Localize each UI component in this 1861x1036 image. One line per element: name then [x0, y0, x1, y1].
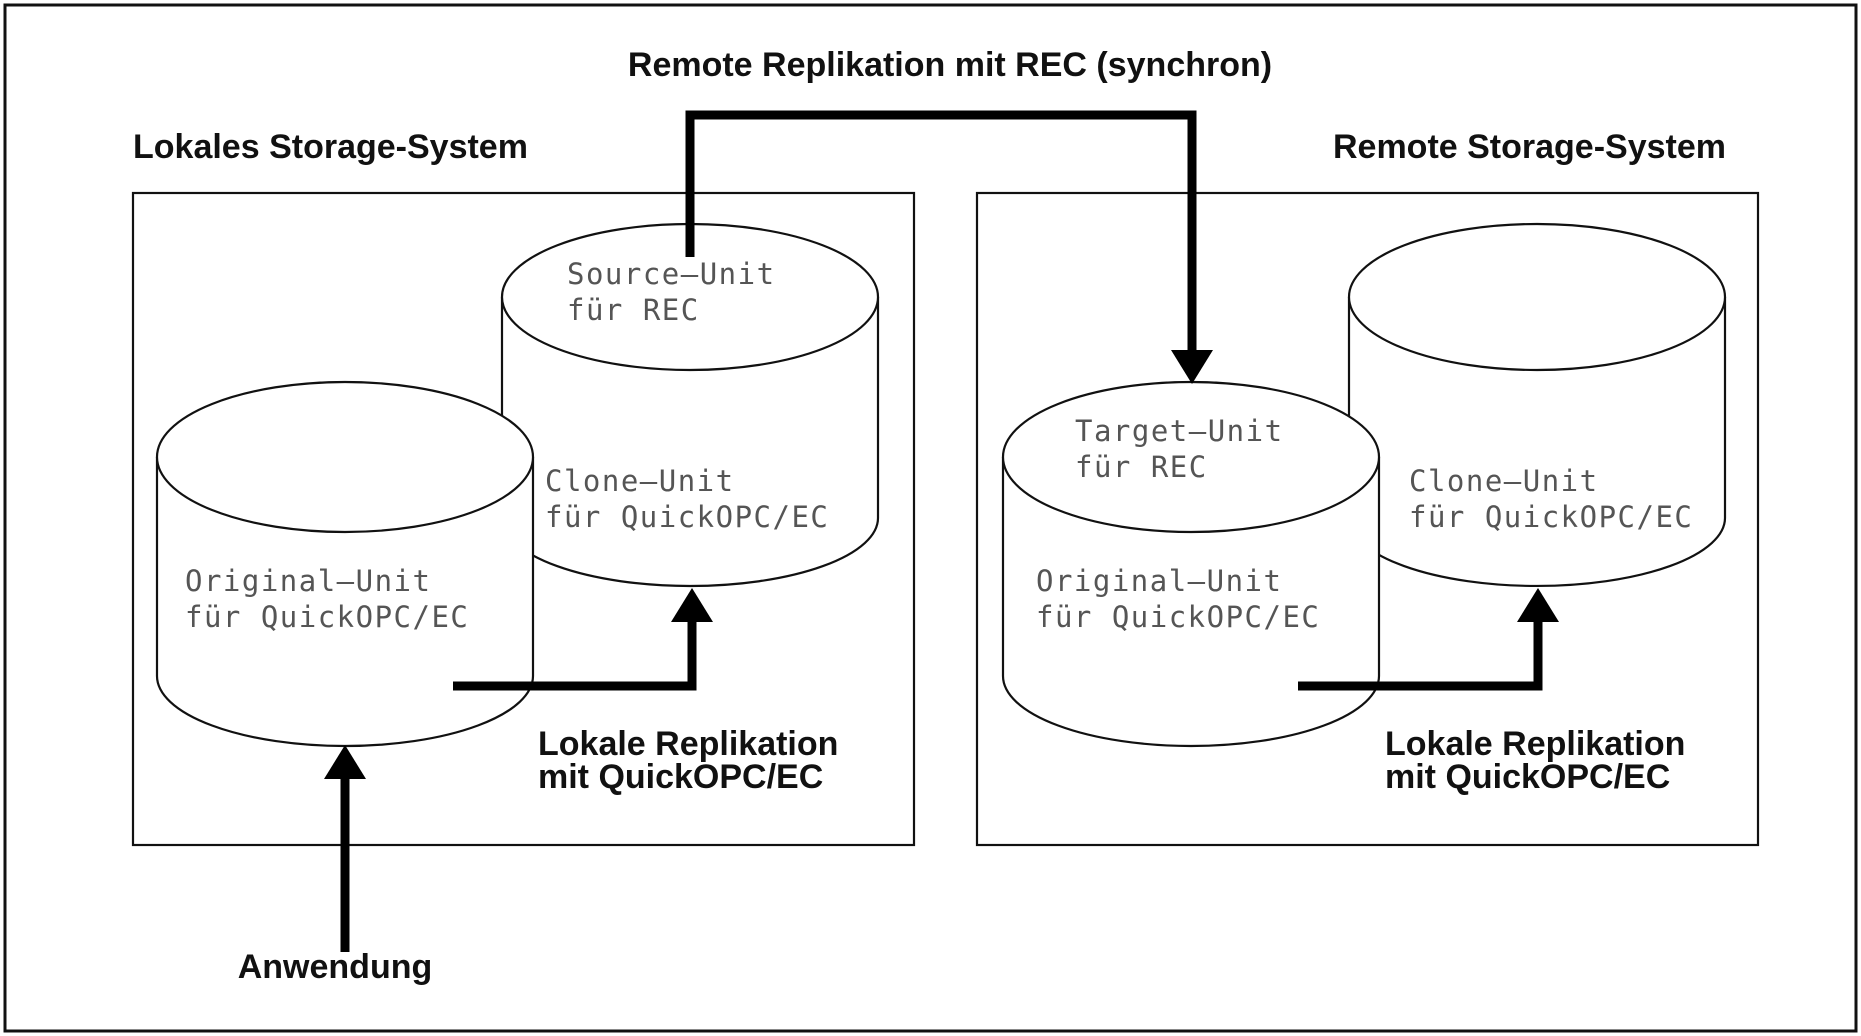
- remote-original-unit-line2: für QuickOPC/EC: [1036, 600, 1320, 634]
- remote-replication-label-line1: Lokale Replikation: [1385, 725, 1685, 763]
- target-unit-line2: für REC: [1075, 450, 1208, 484]
- remote-system-label: Remote Storage-System: [1333, 128, 1726, 166]
- remote-replication-label-line2: mit QuickOPC/EC: [1385, 758, 1670, 796]
- local-original-cylinder: [155, 380, 535, 748]
- rec-replication-arrow: [685, 110, 1213, 384]
- source-clone-cylinder: [500, 222, 880, 588]
- remote-clone-cylinder: [1347, 222, 1727, 588]
- local-original-unit-line2: für QuickOPC/EC: [185, 600, 469, 634]
- source-unit-line2: für REC: [567, 293, 700, 327]
- local-replication-label-line2: mit QuickOPC/EC: [538, 758, 823, 796]
- target-original-cylinder: [1001, 380, 1381, 748]
- local-system-box: [131, 191, 916, 847]
- remote-clone-unit-line1: Clone–Unit: [1409, 464, 1599, 498]
- remote-clone-unit-line2: für QuickOPC/EC: [1409, 500, 1693, 534]
- outer-frame: [3, 3, 1858, 1033]
- local-system-label: Lokales Storage-System: [133, 128, 528, 166]
- diagram-title: Remote Replikation mit REC (synchron): [628, 46, 1272, 84]
- local-clone-unit-line2: für QuickOPC/EC: [545, 500, 829, 534]
- application-label: Anwendung: [238, 948, 433, 986]
- local-replication-label-line1: Lokale Replikation: [538, 725, 838, 763]
- target-unit-line1: Target–Unit: [1075, 414, 1284, 448]
- source-unit-line1: Source–Unit: [567, 257, 776, 291]
- remote-original-unit-line1: Original–Unit: [1036, 564, 1282, 598]
- remote-replication-arrow: [1298, 588, 1559, 691]
- application-arrow: [324, 745, 366, 952]
- remote-system-box: [975, 191, 1760, 847]
- local-original-unit-line1: Original–Unit: [185, 564, 431, 598]
- local-replication-arrow: [453, 588, 713, 691]
- local-clone-unit-line1: Clone–Unit: [545, 464, 735, 498]
